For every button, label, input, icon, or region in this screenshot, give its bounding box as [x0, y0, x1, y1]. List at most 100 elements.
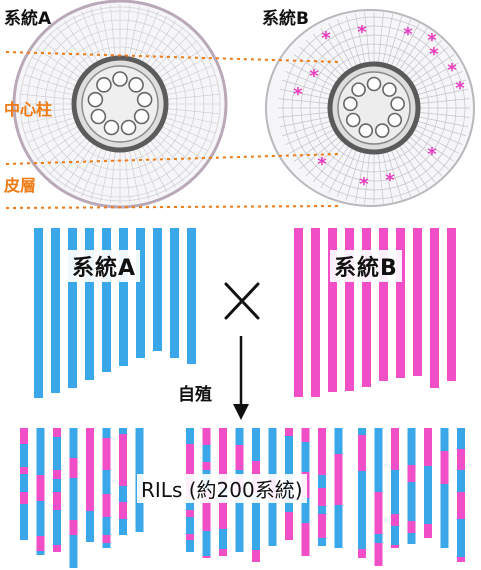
ril-segment — [53, 492, 61, 499]
ril-segment — [69, 520, 78, 535]
ril-segment — [457, 434, 465, 449]
ril-segment — [374, 466, 383, 485]
parent-bar-a — [102, 228, 111, 372]
parent-bar-b — [294, 228, 303, 397]
ril-segment — [318, 506, 326, 514]
asterisk-mark: * — [427, 30, 437, 51]
ril-segment — [457, 545, 465, 557]
ril-segment — [86, 529, 94, 542]
asterisk-mark: * — [359, 174, 369, 195]
ril-segment — [457, 519, 465, 545]
ril-segment — [20, 428, 28, 444]
ril-segment — [186, 465, 194, 478]
ril-segment — [374, 507, 383, 534]
ril-segment — [440, 528, 449, 534]
ril-segment — [102, 535, 111, 543]
line-b-big-label: 系統B — [330, 250, 402, 282]
parent-bar-b — [362, 228, 371, 387]
ril-segment — [268, 501, 277, 526]
line-b-title: 系統B — [262, 9, 309, 29]
asterisk-mark: * — [309, 66, 319, 87]
ril-segment — [440, 451, 449, 474]
parent-bar-b — [430, 228, 439, 388]
ril-segment — [318, 440, 326, 448]
ril-segment — [202, 531, 211, 556]
ril-segment — [53, 437, 61, 452]
parent-bar-a — [85, 228, 94, 380]
ril-segment — [268, 451, 277, 465]
ril-segment — [20, 452, 28, 467]
ril-segment — [440, 474, 449, 484]
ril-segment — [20, 504, 28, 524]
ril-segment — [102, 428, 111, 438]
ril-segment — [374, 428, 383, 444]
ril-segment — [235, 533, 244, 543]
ril-segment — [119, 434, 127, 455]
ril-segment — [285, 436, 293, 460]
stele-label: 中心柱 — [4, 100, 53, 119]
ril-segment — [186, 534, 194, 540]
ril-segment — [235, 513, 244, 533]
ril-segment — [374, 543, 383, 566]
ril-segment — [119, 455, 127, 475]
ril-segment — [69, 436, 78, 451]
ril-segment — [391, 495, 399, 514]
ril-segment — [186, 428, 194, 444]
ril-segment — [407, 496, 416, 505]
asterisk-mark: * — [427, 144, 437, 165]
ril-segment — [334, 468, 343, 490]
ril-segment — [135, 428, 144, 444]
ril-segment — [119, 495, 127, 502]
ril-segment — [53, 545, 61, 552]
ril-segment — [407, 434, 416, 442]
ril-segment — [374, 492, 383, 507]
parent-bar-b — [311, 228, 320, 397]
ril-segment — [36, 475, 45, 501]
asterisk-mark: * — [429, 44, 439, 65]
ril-segment — [69, 561, 78, 568]
ril-segment — [235, 445, 244, 470]
ril-segment — [135, 444, 144, 456]
ril-segment — [358, 428, 366, 435]
ril-segment — [36, 448, 45, 466]
ril-segment — [268, 435, 277, 451]
ril-segment — [36, 428, 45, 448]
ril-segment — [318, 475, 326, 488]
ril-segment — [102, 494, 111, 501]
ril-segment — [457, 492, 465, 519]
ril-segment — [301, 428, 310, 442]
parent-bars-a — [34, 228, 196, 398]
asterisk-mark: * — [385, 170, 395, 191]
ril-segment — [268, 526, 277, 540]
ril-segment — [318, 538, 326, 546]
ril-segment — [424, 453, 432, 466]
ril-segment — [407, 513, 416, 521]
ril-segment — [102, 517, 111, 535]
ril-segment — [407, 521, 416, 533]
ril-segment — [424, 482, 432, 505]
ril-segment — [53, 510, 61, 526]
ril-segment — [69, 458, 78, 478]
ril-segment — [440, 436, 449, 451]
ril-segment — [86, 511, 94, 529]
ril-segment — [235, 428, 244, 445]
ril-segment — [86, 463, 94, 489]
ril-segment — [69, 550, 78, 561]
ril-segment — [301, 465, 310, 472]
ril-segment — [186, 517, 194, 524]
ril-segment — [219, 529, 227, 549]
root-section-b — [265, 9, 475, 207]
ril-segment — [186, 444, 194, 450]
asterisk-mark: * — [317, 154, 327, 175]
ril-segment — [119, 475, 127, 486]
ril-segment — [186, 510, 194, 517]
ril-segment — [20, 492, 28, 504]
ril-segment — [186, 540, 194, 552]
ril-segment — [53, 499, 61, 510]
ril-segment — [440, 428, 449, 436]
ril-segment — [36, 509, 45, 536]
parent-bar-a — [153, 228, 162, 351]
ril-segment — [318, 448, 326, 475]
parent-bar-a — [34, 228, 43, 398]
